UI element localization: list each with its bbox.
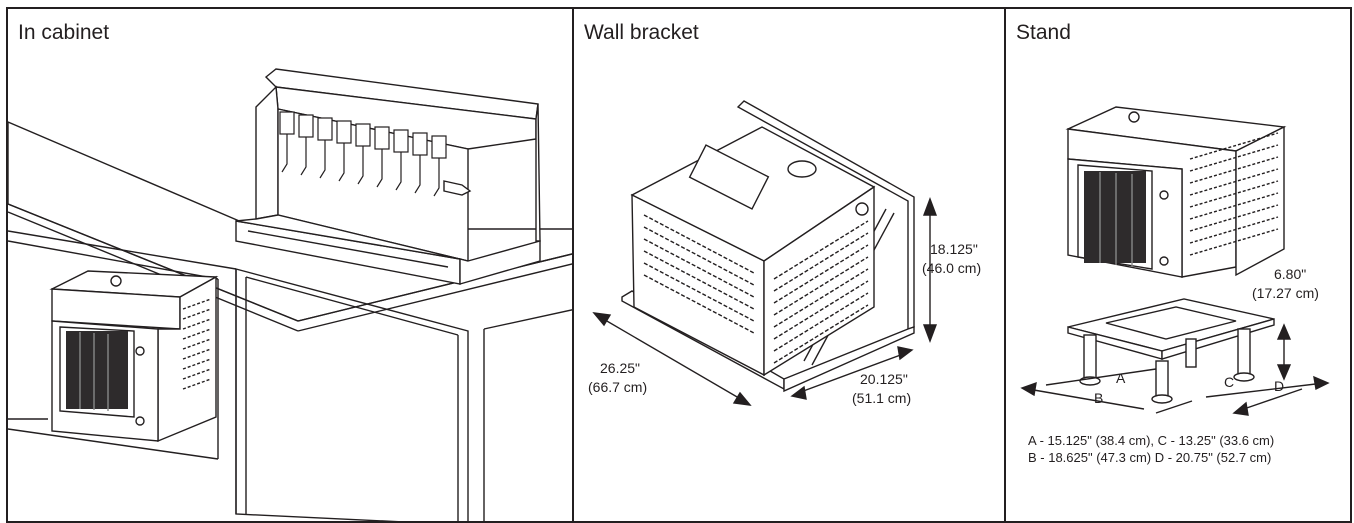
- stand-legend-line-2: B - 18.625" (47.3 cm) D - 20.75" (52.7 c…: [1028, 450, 1272, 465]
- stand-frame: [1067, 298, 1275, 404]
- panel-title-stand: Stand: [1016, 21, 1071, 44]
- cabinet-door: [235, 268, 469, 521]
- dim-stand-height-in: 6.80": [1274, 266, 1306, 282]
- dimension-arrows: [592, 197, 938, 406]
- dim-width-cm: (66.7 cm): [588, 379, 647, 395]
- stand-dimension-labels: 6.80" (17.27 cm) A B C D: [1094, 266, 1319, 406]
- cabinet-illustration: [8, 68, 572, 521]
- ice-machine-cabinet: [49, 270, 219, 443]
- label-b: B: [1094, 390, 1103, 406]
- dim-height-in: 18.125": [930, 241, 978, 257]
- label-c: C: [1224, 374, 1234, 390]
- label-a: A: [1116, 370, 1126, 386]
- stand-dimension-arrows: [1020, 323, 1330, 416]
- dim-stand-height-cm: (17.27 cm): [1252, 285, 1319, 301]
- panel-in-cabinet: In cabinet: [6, 7, 574, 523]
- dim-depth-in: 20.125": [860, 371, 908, 387]
- stand-illustration: 6.80" (17.27 cm) A B C D: [1020, 106, 1330, 416]
- dispenser-valves: [279, 111, 447, 197]
- wall-dimension-labels: 18.125" (46.0 cm) 26.25" (66.7 cm) 20.12…: [588, 241, 981, 406]
- wall-bracket-illustration: 18.125" (46.0 cm) 26.25" (66.7 cm) 20.12…: [588, 100, 981, 406]
- stand-legend-line-1: A - 15.125" (38.4 cm), C - 13.25" (33.6 …: [1028, 433, 1275, 448]
- label-d: D: [1274, 378, 1284, 394]
- panel-stand: Stand: [1004, 7, 1352, 523]
- dim-height-cm: (46.0 cm): [922, 260, 981, 276]
- beverage-dispenser: [235, 68, 541, 285]
- panel-title-wall-bracket: Wall bracket: [584, 21, 699, 44]
- panel-wall-bracket: Wall bracket: [572, 7, 1006, 523]
- panel-title-in-cabinet: In cabinet: [18, 21, 110, 44]
- ice-machine-stand: [1065, 106, 1287, 278]
- dim-depth-cm: (51.1 cm): [852, 390, 911, 406]
- dim-width-in: 26.25": [600, 360, 640, 376]
